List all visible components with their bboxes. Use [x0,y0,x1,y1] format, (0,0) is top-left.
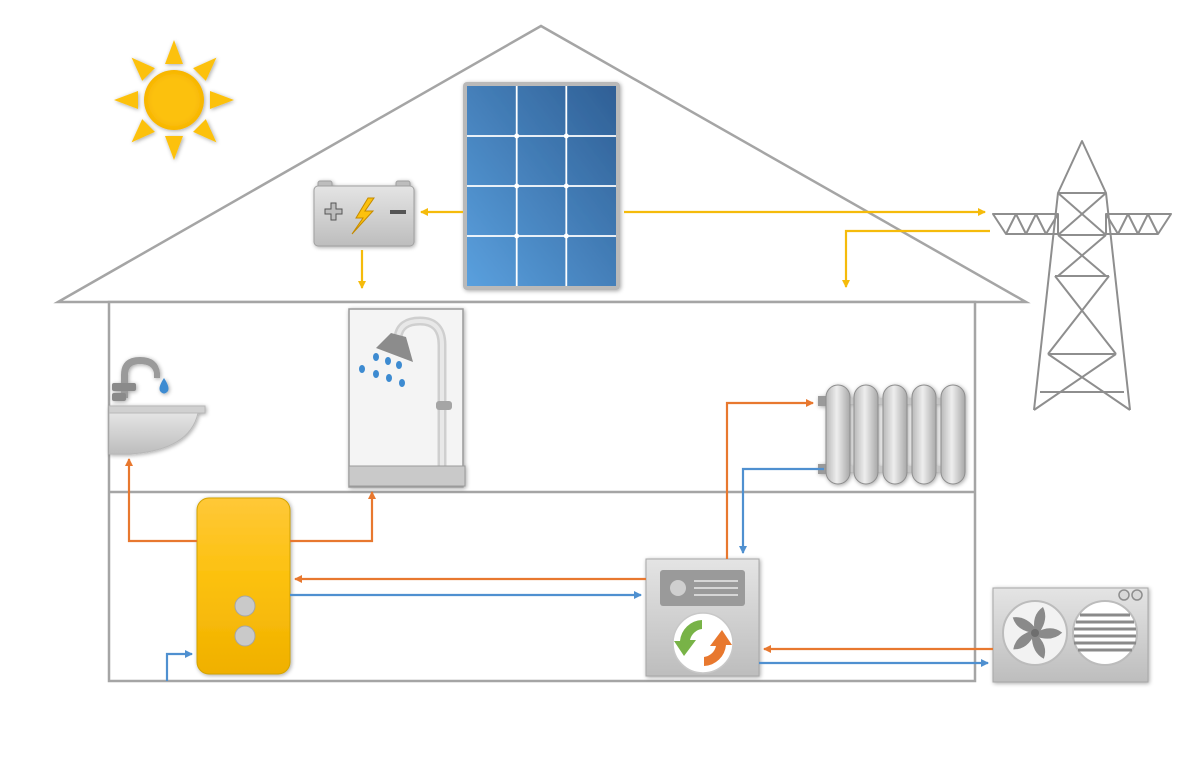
house-outline [53,24,1031,683]
shower-water-drops [359,353,405,387]
vent-grille-icon [1072,600,1138,666]
heat-pump-outdoor-unit-icon [992,587,1149,683]
shower-icon [348,308,466,488]
hot-water-tank-icon [196,497,291,675]
flow-tank-to-shower [290,491,376,543]
heating-cycle-orange-arrow [704,630,732,666]
lightning-bolt-icon [351,197,375,235]
cold-water-flows [165,467,989,681]
water-drop-icon [159,378,169,394]
fan-icon [1002,600,1068,666]
sun-icon [114,40,234,160]
flow-tank-to-sink [125,458,197,543]
power-pylon-icon [992,140,1172,411]
radiator-icon [818,384,966,485]
battery-minus-symbol [390,210,406,214]
battery-icon [313,180,415,247]
battery-plus-symbol [324,202,343,221]
solar-panel-icon [463,82,620,290]
flow-mains-to-tank [165,650,193,681]
hot-water-flows [125,399,993,653]
sink-faucet-icon [108,357,206,455]
tank-port-lower [234,625,256,647]
flow-radiator-to-heatpump [739,467,824,554]
tank-port-upper [234,595,256,617]
flow-heatpump-to-radiator [725,399,814,559]
heating-cycle-green-arrow [674,620,702,656]
heat-pump-indoor-unit-icon [645,558,760,677]
flow-grid-to-house [842,229,990,288]
electricity-flows [358,208,990,289]
